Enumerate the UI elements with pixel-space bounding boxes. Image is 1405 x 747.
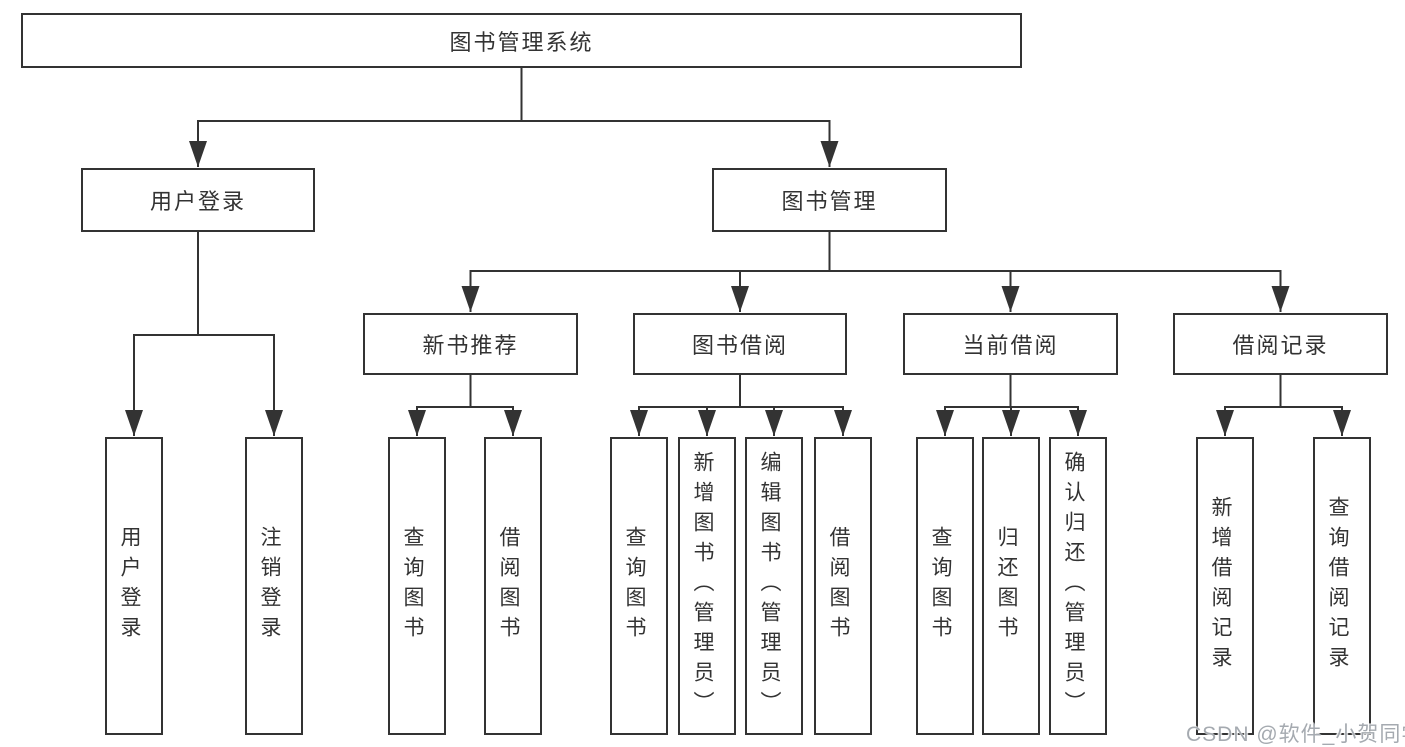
leaf-borrow-book-2: 借阅图书: [814, 437, 872, 735]
tree-edges: [125, 68, 1351, 436]
node-label: 新增借阅记录: [1209, 496, 1232, 676]
node-current-borrow: 当前借阅: [903, 313, 1118, 375]
node-label: 归还图书: [995, 526, 1018, 646]
leaf-user-login: 用户登录: [105, 437, 163, 735]
node-label: 用户登录: [118, 526, 141, 646]
node-library-management-system: 图书管理系统: [21, 13, 1022, 68]
node-label: 新增图书（管理员）: [691, 451, 714, 721]
node-label: 借阅图书: [497, 526, 520, 646]
node-borrow-record: 借阅记录: [1173, 313, 1388, 375]
leaf-logout: 注销登录: [245, 437, 303, 735]
leaf-query-borrow-record: 查询借阅记录: [1313, 437, 1371, 735]
node-user-login: 用户登录: [81, 168, 315, 232]
watermark: CSDN @软件_小贺同学: [1186, 723, 1405, 746]
leaf-add-book-admin: 新增图书（管理员）: [678, 437, 736, 735]
leaf-return-book: 归还图书: [982, 437, 1040, 735]
node-label: 当前借阅: [962, 333, 1059, 358]
leaf-query-book-3: 查询图书: [916, 437, 974, 735]
node-label: 图书管理: [781, 189, 878, 214]
node-label: 图书管理系统: [449, 29, 594, 55]
node-label: 图书借阅: [691, 333, 788, 358]
leaf-query-book-1: 查询图书: [388, 437, 446, 735]
node-label: 借阅图书: [827, 526, 850, 646]
node-new-book-recommend: 新书推荐: [363, 313, 578, 375]
node-label: 查询图书: [401, 526, 424, 646]
node-book-management: 图书管理: [712, 168, 947, 232]
leaf-add-borrow-record: 新增借阅记录: [1196, 437, 1254, 735]
node-label: 查询图书: [929, 526, 952, 646]
leaf-edit-book-admin: 编辑图书（管理员）: [745, 437, 803, 735]
node-label: 用户登录: [149, 189, 246, 214]
leaf-confirm-return-admin: 确认归还（管理员）: [1049, 437, 1107, 735]
node-book-borrow: 图书借阅: [633, 313, 847, 375]
node-label: 注销登录: [258, 526, 281, 646]
node-label: 查询借阅记录: [1326, 496, 1349, 676]
leaf-borrow-book-1: 借阅图书: [484, 437, 542, 735]
node-label: 新书推荐: [422, 333, 519, 358]
leaf-query-book-2: 查询图书: [610, 437, 668, 735]
node-label: 确认归还（管理员）: [1062, 451, 1085, 721]
node-label: 编辑图书（管理员）: [758, 451, 781, 721]
node-label: 借阅记录: [1232, 333, 1329, 358]
node-label: 查询图书: [623, 526, 646, 646]
